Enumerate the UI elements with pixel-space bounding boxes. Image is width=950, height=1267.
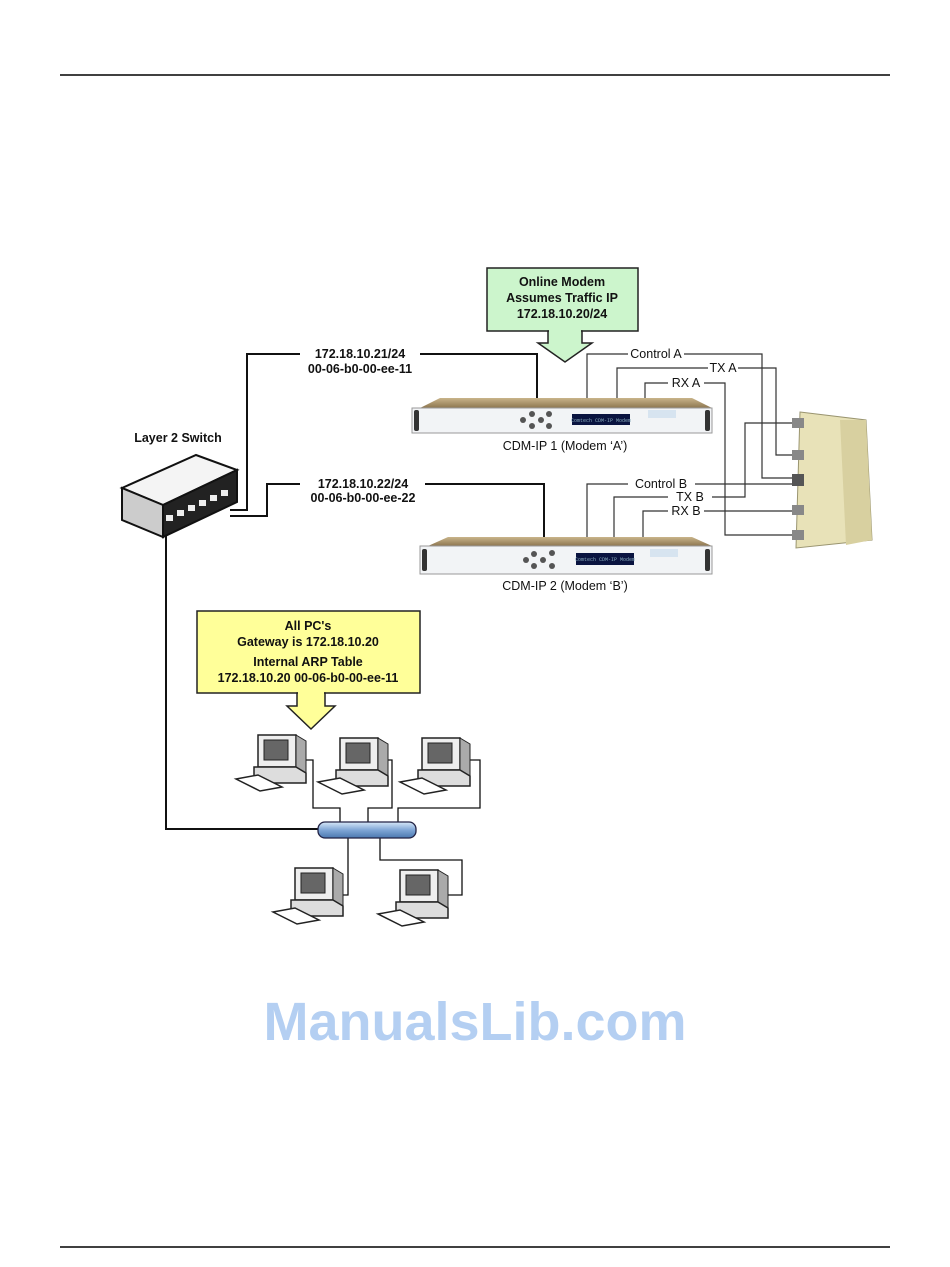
- pc-icon: [272, 867, 344, 925]
- modem-a: Comtech CDM-IP Modem: [411, 398, 713, 434]
- ethernet-links: [165, 353, 545, 830]
- redundancy-switch-device: [792, 411, 873, 549]
- rx-a-label: RX A: [672, 376, 701, 390]
- pc-icon: [399, 737, 471, 795]
- callout-line: Internal ARP Table: [253, 655, 363, 669]
- lan-hub: [317, 821, 417, 839]
- modem-b-ip: 172.18.10.22/24: [318, 477, 408, 491]
- callout-line: 172.18.10.20 00-06-b0-00-ee-11: [218, 671, 399, 685]
- pc-icon: [317, 737, 389, 795]
- control-b-label: Control B: [635, 477, 687, 491]
- modem-a-display: Comtech CDM-IP Modem: [571, 418, 631, 424]
- signal-links: [586, 353, 800, 538]
- rx-b-label: RX B: [671, 504, 700, 518]
- pc-icon: [235, 734, 307, 792]
- watermark: ManualsLib.com: [263, 992, 686, 1052]
- modem-b: Comtech CDM-IP Modem: [419, 537, 713, 575]
- switch-label: Layer 2 Switch: [134, 431, 222, 445]
- modem-a-ip: 172.18.10.21/24: [315, 347, 405, 361]
- modem-a-mac: 00-06-b0-00-ee-11: [308, 362, 412, 376]
- callout-line: Gateway is 172.18.10.20: [237, 635, 379, 649]
- modem-b-display: Comtech CDM-IP Modem: [575, 557, 635, 563]
- layer-2-switch: [119, 453, 240, 539]
- callout-line: Assumes Traffic IP: [506, 291, 618, 305]
- online-modem-callout: Online Modem Assumes Traffic IP 172.18.1…: [486, 267, 639, 363]
- tx-a-label: TX A: [709, 361, 737, 375]
- control-a-label: Control A: [630, 347, 682, 361]
- modem-b-mac: 00-06-b0-00-ee-22: [311, 491, 416, 505]
- callout-line: 172.18.10.20/24: [517, 307, 607, 321]
- callout-line: Online Modem: [519, 275, 605, 289]
- pc-gateway-callout: All PC's Gateway is 172.18.10.20 Interna…: [196, 610, 421, 731]
- tx-b-label: TX B: [676, 490, 704, 504]
- modem-a-label: CDM-IP 1 (Modem ‘A’): [503, 439, 628, 453]
- callout-line: All PC's: [285, 619, 332, 633]
- lan-links: [306, 759, 481, 896]
- pc-icon: [377, 869, 449, 927]
- modem-b-label: CDM-IP 2 (Modem ‘B’): [502, 579, 627, 593]
